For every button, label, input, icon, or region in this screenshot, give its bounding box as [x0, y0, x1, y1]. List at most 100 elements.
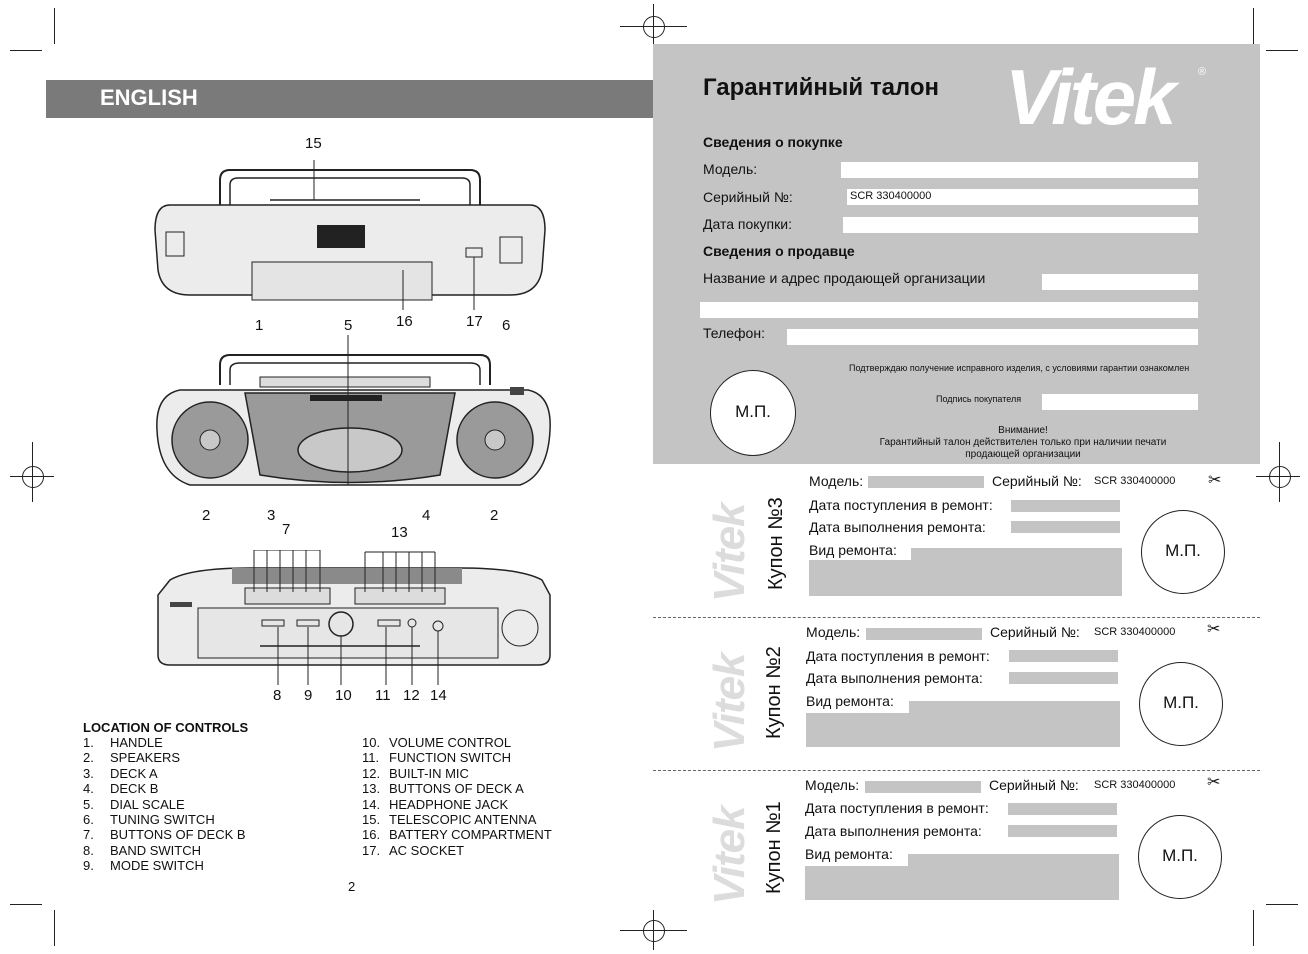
callout-2-right: 2 — [490, 507, 499, 524]
serial-label: Серийный №: — [703, 189, 793, 205]
callout-3: 3 — [267, 507, 276, 524]
coupon-received-label: Дата поступления в ремонт: — [809, 497, 993, 513]
attention-text-2: продающей организации — [965, 449, 1081, 460]
coupon-model-label: Модель: — [805, 777, 860, 793]
cut-line — [653, 617, 1260, 618]
coupon-watermark: Vitek — [705, 503, 754, 602]
control-item: 16.BATTERY COMPARTMENT — [362, 827, 552, 843]
coupon-stamp-circle: М.П. — [1141, 510, 1225, 594]
scissors-icon: ✂ — [1207, 774, 1221, 791]
control-item: 4.DECK B — [83, 781, 159, 797]
page-number: 2 — [348, 879, 356, 894]
callout-11: 11 — [375, 687, 391, 704]
coupon-1: Vitek Купон №1 Модель: Серийный №: SCR 3… — [653, 770, 1260, 910]
coupon-model-label: Модель: — [809, 473, 864, 489]
phone-field[interactable] — [787, 329, 1198, 345]
boombox-controls-view-illustration — [157, 550, 551, 685]
language-header-bar: ENGLISH — [46, 80, 653, 118]
coupon-title: Купон №2 — [763, 646, 785, 739]
coupon-type-field[interactable] — [805, 866, 1119, 900]
cut-line — [653, 770, 1260, 771]
coupon-done-field[interactable] — [1008, 825, 1117, 837]
scissors-icon: ✂ — [1207, 621, 1221, 638]
coupon-type-label: Вид ремонта: — [809, 542, 897, 558]
coupon-stamp-label: М.П. — [1165, 541, 1201, 560]
coupon-3: Vitek Купон №3 Модель: Серийный №: SCR 3… — [653, 464, 1260, 616]
coupon-serial-value: SCR 330400000 — [1094, 626, 1176, 638]
callout-9: 9 — [304, 687, 313, 704]
callout-16: 16 — [396, 313, 413, 330]
coupon-type-field[interactable] — [809, 560, 1122, 596]
coupon-title: Купон №3 — [765, 497, 787, 590]
callout-4: 4 — [422, 507, 431, 524]
attention-heading: Внимание! — [998, 425, 1048, 436]
callout-6: 6 — [502, 317, 511, 334]
controls-list-right: 10.VOLUME CONTROL 11.FUNCTION SWITCH 12.… — [362, 735, 552, 858]
coupon-received-field[interactable] — [1008, 803, 1117, 815]
coupon-type-field-top[interactable] — [911, 548, 1122, 560]
coupon-received-field[interactable] — [1011, 500, 1120, 512]
boombox-front-view-illustration — [156, 335, 551, 486]
coupon-serial-value: SCR 330400000 — [1094, 779, 1176, 791]
coupon-model-field[interactable] — [868, 476, 984, 488]
control-item: 1.HANDLE — [83, 735, 163, 750]
coupon-serial-label: Серийный №: — [989, 777, 1079, 793]
control-item: 5.DIAL SCALE — [83, 796, 185, 812]
coupon-done-field[interactable] — [1009, 672, 1118, 684]
control-item: 7.BUTTONS OF DECK B — [83, 827, 246, 843]
controls-list-left: 1.HANDLE 2.SPEAKERS 3.DECK A 4.DECK B 5.… — [83, 735, 246, 874]
control-item: 2.SPEAKERS — [83, 750, 181, 766]
control-item: 14.HEADPHONE JACK — [362, 796, 509, 812]
scissors-icon: ✂ — [1208, 472, 1222, 489]
control-item: 13.BUTTONS OF DECK A — [362, 781, 524, 797]
coupon-done-label: Дата выполнения ремонта: — [806, 670, 983, 686]
seller-heading: Сведения о продавце — [703, 243, 855, 259]
callout-1: 1 — [255, 317, 264, 334]
coupon-serial-label: Серийный №: — [990, 624, 1080, 640]
control-item: 17.AC SOCKET — [362, 842, 465, 858]
control-item: 9.MODE SWITCH — [83, 858, 204, 874]
coupon-stamp-label: М.П. — [1162, 846, 1198, 865]
attention-block: Внимание! Гарантийный талон действителен… — [823, 425, 1223, 461]
model-field[interactable] — [841, 162, 1198, 178]
coupon-title: Купон №1 — [763, 801, 785, 894]
coupon-model-field[interactable] — [866, 628, 982, 640]
coupon-done-field[interactable] — [1011, 521, 1120, 533]
coupon-type-label: Вид ремонта: — [805, 846, 893, 862]
serial-field[interactable]: SCR 330400000 — [847, 189, 1198, 205]
coupon-serial-label: Серийный №: — [992, 473, 1082, 489]
callout-5: 5 — [344, 317, 353, 334]
stamp-label: М.П. — [735, 402, 771, 421]
coupon-type-field-top[interactable] — [908, 854, 1119, 866]
coupon-watermark: Vitek — [705, 653, 754, 752]
warranty-card: Гарантийный талон Vitek ® Сведения о пок… — [653, 44, 1260, 464]
coupon-received-label: Дата поступления в ремонт: — [805, 800, 989, 816]
serial-value: SCR 330400000 — [850, 190, 932, 202]
coupon-model-field[interactable] — [865, 781, 981, 793]
coupon-done-label: Дата выполнения ремонта: — [809, 519, 986, 535]
purchase-date-label: Дата покупки: — [703, 216, 792, 232]
model-label: Модель: — [703, 161, 758, 177]
coupon-stamp-circle: М.П. — [1138, 815, 1222, 899]
coupon-serial-value: SCR 330400000 — [1094, 475, 1176, 487]
coupon-stamp-circle: М.П. — [1139, 662, 1223, 746]
callout-10: 10 — [335, 687, 352, 704]
confirm-text: Подтверждаю получение исправного изделия… — [849, 363, 1190, 373]
callout-2-left: 2 — [202, 507, 211, 524]
callout-15: 15 — [305, 135, 322, 152]
coupon-type-field-top[interactable] — [909, 701, 1120, 713]
callout-7: 7 — [282, 521, 291, 538]
coupon-type-field[interactable] — [806, 713, 1120, 747]
control-item: 6.TUNING SWITCH — [83, 811, 215, 827]
control-item: 11.FUNCTION SWITCH — [362, 750, 512, 766]
vitek-logo: Vitek — [1005, 53, 1177, 141]
purchase-date-field[interactable] — [843, 217, 1198, 233]
control-item: 12.BUILT-IN MIC — [362, 765, 469, 781]
coupon-type-label: Вид ремонта: — [806, 693, 894, 709]
attention-text-1: Гарантийный талон действителен только пр… — [879, 437, 1167, 448]
seller-field[interactable] — [1042, 274, 1198, 290]
seller-address-field[interactable] — [700, 302, 1198, 318]
coupon-received-field[interactable] — [1009, 650, 1118, 662]
boombox-top-view-illustration — [154, 160, 546, 310]
signature-field[interactable] — [1042, 394, 1198, 410]
